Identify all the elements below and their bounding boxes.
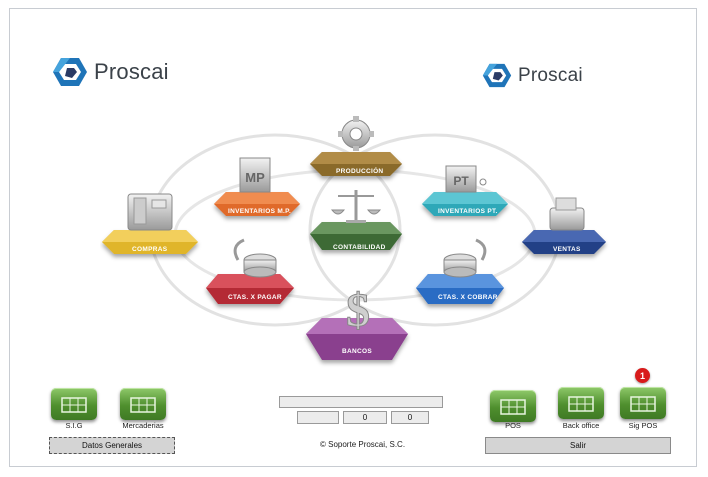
logo-right-text: Proscai (518, 64, 583, 86)
copyright-text: © Soporte Proscai, S.C. (320, 440, 406, 449)
label-bancos: BANCOS (342, 348, 372, 355)
module-produccion[interactable] (310, 152, 402, 176)
mp-icon-text: MP (245, 170, 265, 185)
sig-button[interactable] (51, 388, 97, 420)
proscai-logo-left: Proscai (52, 56, 169, 88)
logo-left-text: Proscai (94, 59, 169, 84)
module-ctas-cobrar[interactable] (416, 274, 504, 304)
label-compras: COMPRAS (132, 246, 168, 253)
building-icon (630, 396, 656, 412)
dollar-sign-icon: $ (346, 284, 371, 338)
proscai-logo-icon (53, 58, 87, 86)
coins-icon (233, 238, 277, 278)
label-ctas-pagar: CTAS. X PAGAR (228, 294, 282, 301)
building-icon (568, 396, 594, 412)
scale-icon (330, 190, 382, 223)
module-ventas[interactable] (522, 230, 606, 254)
salir-button[interactable]: Salir (485, 437, 671, 454)
phone-icon (127, 193, 173, 231)
label-ctas-cobrar: CTAS. X COBRAR (438, 294, 498, 301)
mercaderias-button[interactable] (120, 388, 166, 420)
building-icon (130, 397, 156, 413)
pos-button-label: POS (505, 421, 521, 430)
pt-icon-text: PT (453, 174, 469, 188)
sig-button-label: S.I.G (65, 421, 83, 430)
building-icon (61, 397, 87, 413)
module-bancos[interactable] (306, 318, 408, 360)
label-ventas: VENTAS (553, 246, 581, 253)
back-office-button[interactable] (558, 387, 604, 419)
module-contabilidad[interactable] (310, 222, 402, 250)
mercaderias-button-label: Mercaderias (122, 421, 164, 430)
module-inventarios-pt[interactable] (422, 192, 508, 216)
label-produccion: PRODUCCIÓN (336, 168, 384, 175)
pt-tag-icon: PT (445, 165, 487, 193)
status-field-2: 0 (343, 411, 387, 424)
back-office-button-label: Back office (562, 421, 600, 430)
label-inventarios-pt: INVENTARIOS PT. (438, 208, 498, 215)
module-ctas-pagar[interactable] (206, 274, 294, 304)
label-contabilidad: CONTABILIDAD (333, 244, 386, 251)
proscai-logo-icon (482, 63, 512, 88)
svg-text:$: $ (346, 284, 370, 337)
sig-pos-button-label: Sig POS (628, 421, 658, 430)
proscai-logo-right: Proscai (482, 62, 583, 89)
coins-icon (443, 238, 487, 278)
module-diagram: MP PT (102, 116, 606, 360)
register-icon (549, 197, 585, 231)
datos-generales-button[interactable]: Datos Generales (49, 437, 175, 454)
status-bar (279, 396, 443, 408)
notification-badge: 1 (635, 368, 650, 383)
pos-button[interactable] (490, 390, 536, 422)
label-inventarios-mp: INVENTARIOS M.P. (228, 208, 292, 215)
gear-icon (338, 116, 374, 151)
building-icon (500, 399, 526, 415)
sig-pos-button[interactable] (620, 387, 666, 419)
status-field-blank (297, 411, 339, 424)
status-field-3: 0 (391, 411, 429, 424)
mp-box-icon: MP (239, 157, 271, 193)
module-inventarios-mp[interactable] (214, 192, 300, 216)
module-compras[interactable] (102, 230, 198, 254)
